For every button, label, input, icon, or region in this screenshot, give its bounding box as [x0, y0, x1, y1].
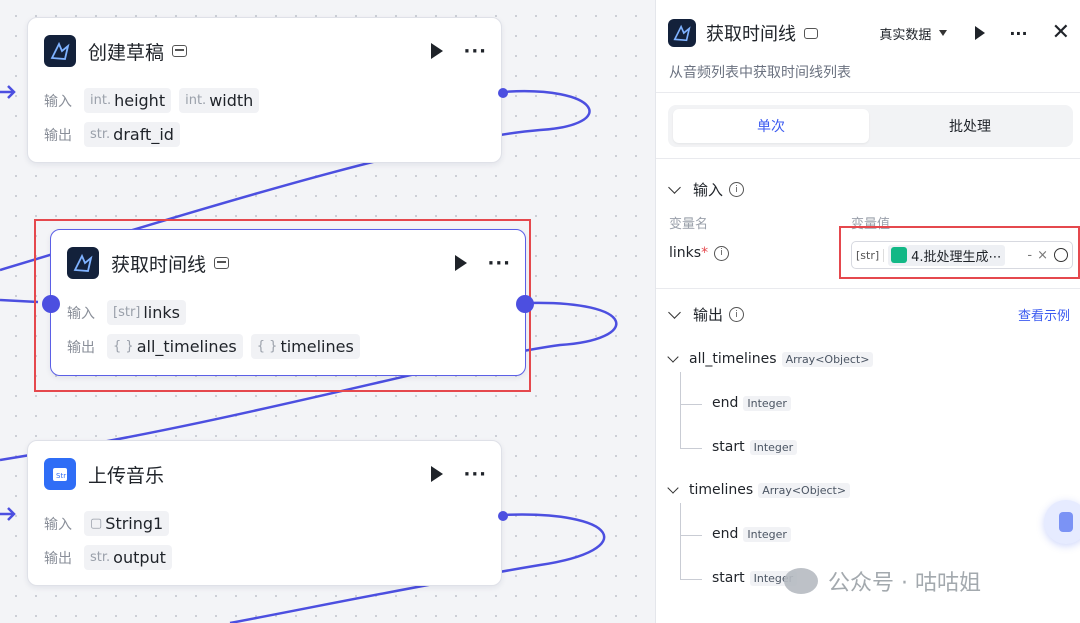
links-value-field[interactable]: [str] 4.批处理生成⋯ - × [851, 241, 1073, 269]
node-upload-music[interactable]: Str 上传音乐 ··· 输入 ▢String1 输出 str.output [27, 440, 508, 586]
more-icon[interactable]: ··· [463, 40, 487, 62]
output-chip: str.output [84, 545, 172, 570]
node-settings-panel: 获取时间线 真实数据 ··· ✕ 从音频列表中获取时间线列表 单次 批处理 输入… [655, 0, 1080, 623]
output-chip: { }all_timelines [107, 334, 243, 359]
target-icon[interactable] [1054, 248, 1068, 262]
input-label: 输入 [44, 93, 72, 110]
panel-title: 获取时间线 [706, 24, 796, 45]
caret-down-icon [939, 30, 948, 36]
node-title: 创建草稿 [88, 41, 165, 64]
tree-field-end: end Integer [712, 526, 791, 542]
assistant-float-button[interactable] [1044, 500, 1080, 544]
more-icon[interactable]: ··· [487, 252, 511, 274]
tag-icon [804, 27, 818, 39]
input-port[interactable] [42, 295, 60, 313]
chevron-down-icon [667, 351, 679, 363]
run-icon[interactable] [455, 255, 468, 271]
workflow-canvas[interactable]: 创建草稿 ··· 输入 int.height int.width 输出 str.… [0, 0, 655, 623]
input-section-header[interactable]: 输入 i [668, 179, 745, 200]
input-chip: [str]links [107, 300, 186, 325]
run-icon[interactable] [431, 466, 444, 482]
input-chip: int.width [179, 88, 260, 113]
tab-single[interactable]: 单次 [673, 109, 869, 143]
node-title: 获取时间线 [111, 253, 207, 276]
tree-field-timelines[interactable]: timelines Array<Object> [667, 482, 851, 498]
tree-field-all-timelines[interactable]: all_timelines Array<Object> [667, 351, 874, 367]
output-port[interactable] [516, 295, 534, 313]
app-logo-icon [44, 35, 76, 67]
output-port[interactable] [498, 511, 508, 521]
data-mode-dropdown[interactable]: 真实数据 [879, 24, 948, 43]
wechat-icon [784, 568, 818, 594]
input-label: 输入 [67, 305, 95, 322]
tab-batch[interactable]: 批处理 [949, 119, 991, 135]
chevron-down-icon [667, 482, 679, 494]
node-get-timeline[interactable]: 获取时间线 ··· 输入 [str]links 输出 { }all_timeli… [42, 229, 534, 376]
more-icon[interactable]: ··· [463, 463, 487, 485]
tag-icon [214, 257, 230, 269]
svg-text:Str: Str [56, 472, 66, 480]
output-chip: { }timelines [250, 334, 360, 359]
app-logo-icon [67, 247, 99, 279]
output-section-header[interactable]: 输出 i [668, 304, 745, 325]
view-example-link[interactable]: 查看示例 [1018, 309, 1071, 324]
param-links-label: links* i [669, 245, 730, 261]
output-label: 输出 [44, 550, 72, 567]
assistant-icon [1059, 512, 1073, 532]
puzzle-icon: Str [44, 458, 76, 490]
tree-field-end: end Integer [712, 395, 791, 411]
panel-description: 从音频列表中获取时间线列表 [669, 65, 851, 81]
input-chip: int.height [84, 88, 172, 113]
node-create-draft[interactable]: 创建草稿 ··· 输入 int.height int.width 输出 str.… [27, 17, 508, 163]
close-icon[interactable]: ✕ [1051, 20, 1070, 45]
chevron-down-icon [668, 181, 681, 194]
info-icon: i [729, 307, 745, 322]
node-title: 上传音乐 [88, 464, 165, 487]
mode-tabs: 单次 批处理 [668, 105, 1073, 147]
watermark: 公众号 · 咕咕姐 [784, 565, 981, 597]
value-highlight [839, 226, 1080, 279]
run-icon[interactable] [975, 26, 986, 40]
input-chip: ▢String1 [84, 511, 170, 536]
output-label: 输出 [44, 127, 72, 144]
info-icon: i [729, 182, 745, 197]
more-icon[interactable]: ··· [1009, 23, 1028, 43]
col-var-value: 变量值 [851, 217, 891, 232]
clear-icon[interactable]: × [1037, 247, 1048, 263]
app-logo-icon [668, 19, 696, 47]
layers-icon [891, 247, 908, 263]
output-chip: str.draft_id [84, 122, 180, 147]
run-icon[interactable] [431, 43, 444, 59]
chevron-down-icon [668, 306, 681, 319]
input-label: 输入 [44, 516, 72, 533]
tag-icon [172, 45, 188, 57]
output-port[interactable] [498, 88, 508, 98]
info-icon: i [714, 245, 730, 261]
col-var-name: 变量名 [669, 217, 709, 232]
output-label: 输出 [67, 339, 95, 356]
tree-field-start: start Integer [712, 439, 798, 455]
